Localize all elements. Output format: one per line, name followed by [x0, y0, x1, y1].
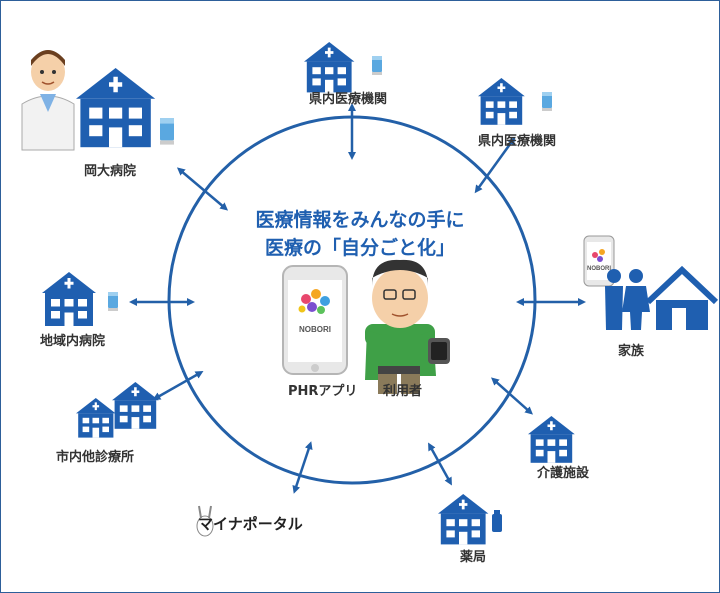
headline-line1: 医療情報をみんなの手に	[255, 209, 465, 231]
label-chiiki: 地域内病院	[40, 334, 106, 349]
hospital-icon-okadai	[76, 68, 155, 147]
arrow-kaigo	[491, 377, 533, 415]
hospital-icon-chiiki	[40, 270, 98, 328]
label-kazoku: 家族	[618, 344, 645, 359]
label-okadai: 岡大病院	[84, 164, 137, 179]
care-facility-icon	[526, 414, 577, 465]
arrow-shinai	[152, 371, 204, 400]
mynaportal-mascot-icon	[196, 505, 214, 537]
server-icon-chiiki	[108, 292, 118, 311]
pharmacy-icon	[436, 492, 490, 546]
smartwatch-icon	[428, 338, 450, 364]
doctor-icon	[21, 50, 75, 151]
arrow-okadai	[176, 167, 229, 211]
phr-app-label: PHRアプリ	[288, 384, 358, 399]
hospital-icon-kennai1	[302, 40, 356, 94]
server-icon-okadai	[160, 118, 174, 145]
user-label: 利用者	[383, 384, 423, 399]
central-circle	[167, 115, 537, 485]
server-icon-kennai1	[372, 56, 382, 75]
arrow-mynaportal	[292, 441, 313, 494]
arrow-yakkyoku	[428, 442, 452, 486]
server-icon-kennai2	[542, 92, 552, 111]
app-logo-text: NOBORI	[299, 325, 331, 334]
label-kaigo: 介護施設	[537, 466, 590, 481]
label-yakkyoku: 薬局	[460, 550, 487, 565]
user-character-icon	[365, 259, 436, 394]
family-phone-logo-text: NOBORI	[587, 266, 611, 272]
headline-line2: 医療の「自分ごと化」	[264, 237, 455, 259]
phr-app-phone-icon: NOBORI	[282, 265, 348, 375]
label-mynaportal: マイナポータル	[198, 515, 303, 533]
house-icon	[645, 265, 719, 330]
clinic-icon-shinai	[74, 380, 161, 439]
family-people-icon	[605, 269, 650, 330]
label-kennai2: 県内医療機関	[478, 134, 557, 149]
family-phone-icon	[583, 235, 615, 287]
medicine-bottle-icon	[492, 510, 502, 532]
hospital-icon-kennai2	[476, 76, 527, 127]
label-shinai: 市内他診療所	[56, 450, 135, 465]
label-kennai1: 県内医療機関	[309, 92, 388, 107]
arrow-kennai2	[474, 136, 516, 194]
